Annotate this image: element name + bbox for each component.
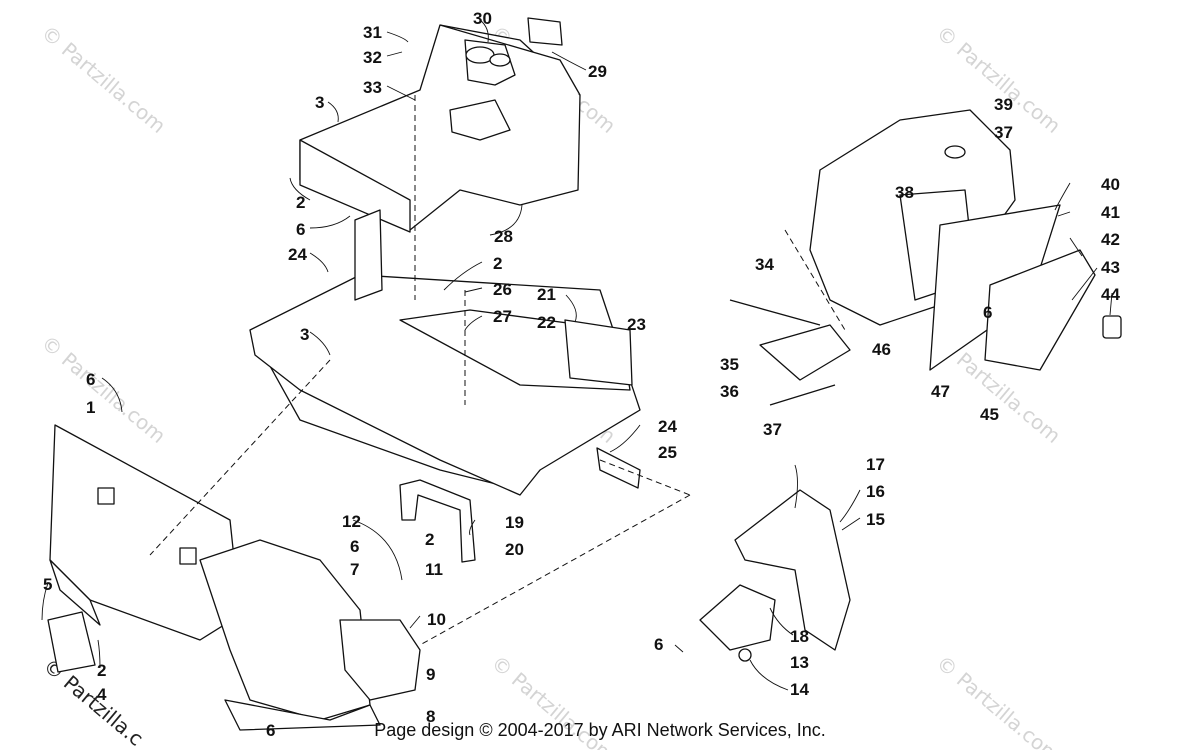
callout-33: 33 — [363, 78, 382, 97]
callout-16: 16 — [866, 482, 885, 501]
callout-23: 23 — [627, 315, 646, 334]
callout-31: 31 — [363, 23, 382, 42]
front-fascia-part — [199, 539, 381, 731]
callout-47: 47 — [931, 382, 950, 401]
callout-21: 21 — [537, 285, 556, 304]
callout-6: 6 — [266, 721, 275, 740]
callout-4: 4 — [97, 685, 107, 704]
access-panel-part — [984, 249, 1096, 371]
cup-holder-part — [464, 39, 516, 86]
label-decal-part — [527, 17, 563, 46]
callout-28: 28 — [494, 227, 513, 246]
decal-panel-part — [564, 319, 633, 386]
callout-5: 5 — [43, 575, 52, 594]
callout-32: 32 — [363, 48, 382, 67]
callout-19: 19 — [505, 513, 524, 532]
callout-46: 46 — [872, 340, 891, 359]
callout-45: 45 — [980, 405, 999, 424]
callout-35: 35 — [720, 355, 739, 374]
callout-36: 36 — [720, 382, 739, 401]
callout-6: 6 — [983, 303, 992, 322]
callout-44: 44 — [1101, 285, 1120, 304]
callout-6: 6 — [86, 370, 95, 389]
callout-3: 3 — [300, 325, 309, 344]
lower-cup-holder-part — [449, 99, 511, 141]
watermark: © Partzilla.com — [37, 20, 171, 138]
callout-3: 3 — [315, 93, 324, 112]
callout-40: 40 — [1101, 175, 1120, 194]
callout-2: 2 — [296, 193, 305, 212]
callout-42: 42 — [1101, 230, 1120, 249]
callout-34: 34 — [755, 255, 774, 274]
callout-29: 29 — [588, 62, 607, 81]
callout-22: 22 — [537, 313, 556, 332]
callout-2: 2 — [425, 530, 434, 549]
callout-17: 17 — [866, 455, 885, 474]
callout-12: 12 — [342, 512, 361, 531]
callout-43: 43 — [1101, 258, 1120, 277]
callout-38: 38 — [895, 183, 914, 202]
upper-console-part — [299, 24, 581, 233]
callout-37: 37 — [763, 420, 782, 439]
callout-39: 39 — [994, 95, 1013, 114]
callout-7: 7 — [350, 560, 359, 579]
callout-37: 37 — [994, 123, 1013, 142]
callout-25: 25 — [658, 443, 677, 462]
callout-6: 6 — [654, 635, 663, 654]
callout-2: 2 — [493, 254, 502, 273]
plate-part — [47, 611, 96, 673]
side-bracket-part — [339, 619, 421, 701]
flap-bracket-part — [699, 584, 776, 651]
rod-part — [769, 384, 836, 406]
floor-pan-part — [249, 209, 641, 496]
callout-8: 8 — [426, 707, 435, 726]
footrest-bracket-part — [729, 299, 851, 381]
callout-6: 6 — [296, 220, 305, 239]
callout-13: 13 — [790, 653, 809, 672]
knob-part — [1102, 315, 1122, 339]
callout-24: 24 — [288, 245, 307, 264]
callout-9: 9 — [426, 665, 435, 684]
callout-labels: 31 32 30 29 33 3 2 6 28 24 2 26 27 21 22… — [43, 9, 1120, 740]
callout-2: 2 — [97, 661, 106, 680]
callout-18: 18 — [790, 627, 809, 646]
callout-30: 30 — [473, 9, 492, 28]
callout-41: 41 — [1101, 203, 1120, 222]
mud-flap-part — [734, 489, 851, 651]
bracket-part — [399, 479, 476, 563]
grommet-part — [738, 648, 752, 662]
callout-11: 11 — [425, 560, 443, 579]
callout-26: 26 — [493, 280, 512, 299]
callout-1: 1 — [86, 398, 95, 417]
guide-lines — [149, 95, 846, 646]
leader-lines — [41, 19, 1113, 691]
callout-6: 6 — [350, 537, 359, 556]
callout-14: 14 — [790, 680, 809, 699]
callout-15: 15 — [866, 510, 885, 529]
callout-27: 27 — [493, 307, 512, 326]
callout-10: 10 — [427, 610, 446, 629]
front-body-panel-part — [49, 424, 241, 641]
mount-bracket-part — [596, 447, 641, 489]
copyright-footer: Page design © 2004-2017 by ARI Network S… — [374, 720, 826, 740]
callout-24: 24 — [658, 417, 677, 436]
callout-20: 20 — [505, 540, 524, 559]
